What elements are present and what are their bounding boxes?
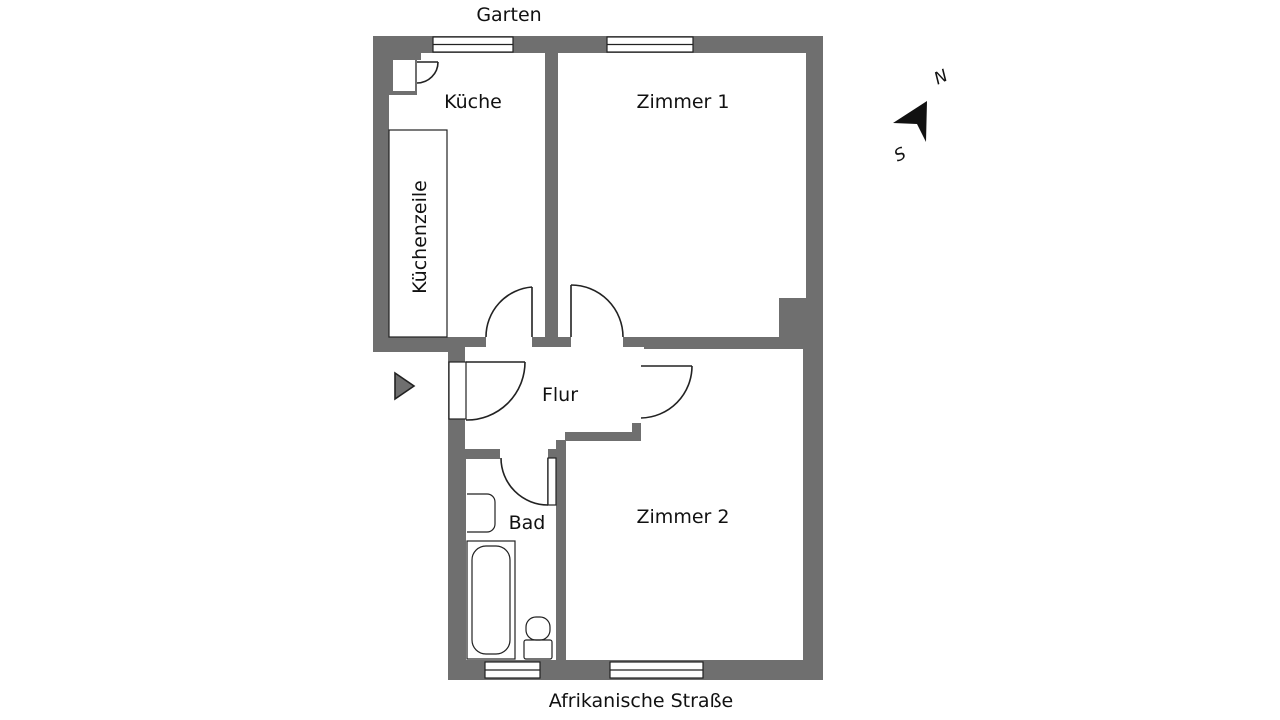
door-room1 <box>570 284 624 338</box>
fixtures <box>388 129 553 660</box>
label-hallway: Flur <box>542 384 578 406</box>
label-kitchen: Küche <box>444 91 502 113</box>
door-room2 <box>640 365 693 419</box>
label-room1: Zimmer 1 <box>637 91 730 113</box>
doors <box>389 53 693 506</box>
compass-south-label: S <box>891 144 909 167</box>
compass-north-arrow-icon <box>893 101 927 142</box>
room1-area <box>558 53 806 337</box>
labels: Garten Afrikanische Straße Küche Küchenz… <box>409 4 733 712</box>
toilet <box>523 616 553 660</box>
bathroom-sink <box>467 493 496 533</box>
window-room2 <box>609 661 704 679</box>
windows <box>432 36 704 679</box>
window-room1 <box>606 36 694 53</box>
door-kitchen-closet <box>389 53 439 95</box>
kitchenette-counter <box>388 129 448 338</box>
compass-north-label: N <box>931 66 951 90</box>
entrance-arrow-icon <box>394 371 416 401</box>
kitchen-area <box>389 53 545 337</box>
window-kitchen <box>432 36 514 53</box>
door-entrance <box>448 361 526 421</box>
compass: N S <box>891 66 951 167</box>
hallway-area <box>465 347 641 449</box>
label-room2: Zimmer 2 <box>637 506 730 528</box>
room2-area <box>566 349 803 660</box>
room-interiors <box>389 53 806 660</box>
bathroom-area <box>466 459 556 660</box>
label-kitchenette: Küchenzeile <box>409 180 431 294</box>
bathtub <box>466 540 516 660</box>
label-bathroom: Bad <box>509 512 546 534</box>
door-bathroom <box>500 457 557 506</box>
window-bathroom <box>484 661 541 679</box>
label-street: Afrikanische Straße <box>549 690 733 712</box>
door-kitchen <box>485 286 533 338</box>
label-garden: Garten <box>476 4 541 26</box>
